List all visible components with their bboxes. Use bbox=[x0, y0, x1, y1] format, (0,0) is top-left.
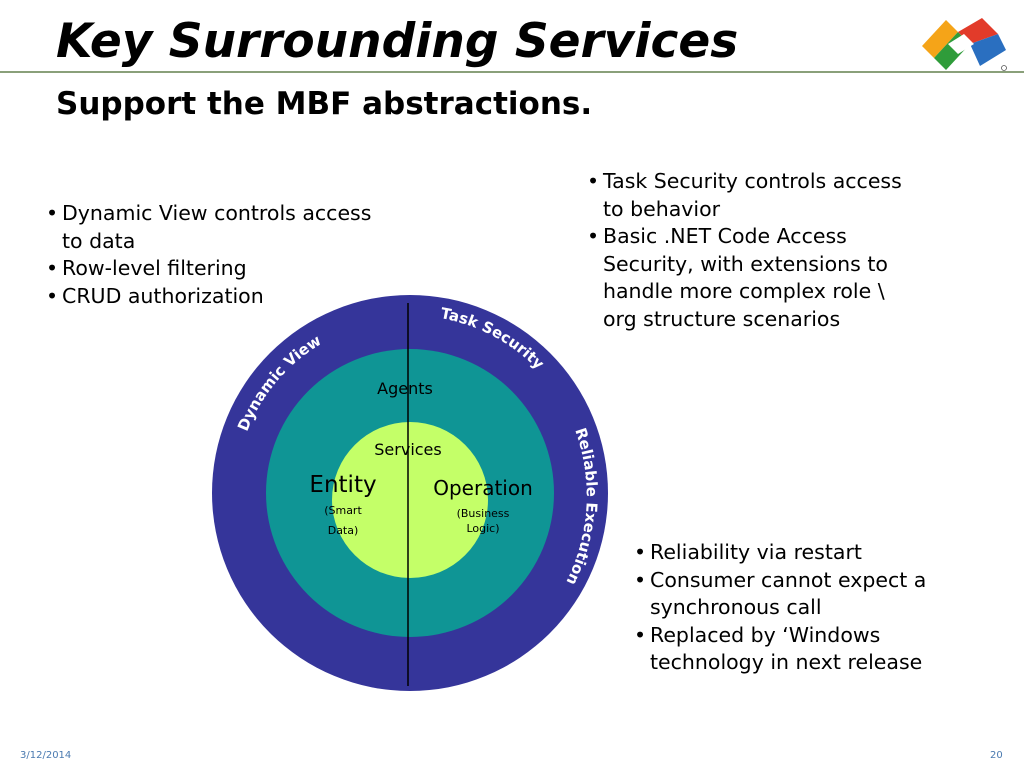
list-item: Task Security controls access to behavio… bbox=[585, 168, 905, 223]
list-item: Row-level filtering bbox=[44, 255, 374, 283]
operation-sub-label: (Business bbox=[457, 507, 510, 520]
list-item: CRUD authorization bbox=[44, 283, 374, 311]
agents-label: Agents bbox=[377, 379, 433, 398]
slide-title: Key Surrounding Services bbox=[56, 14, 739, 69]
entity-sub-label: Data) bbox=[328, 524, 359, 537]
list-item: Replaced by ‘Windows technology in next … bbox=[632, 622, 962, 677]
dynamic-view-bullet-list: Dynamic View controls access to data Row… bbox=[44, 200, 374, 310]
task-security-bullet-list: Task Security controls access to behavio… bbox=[585, 168, 905, 333]
entity-label: Entity bbox=[309, 472, 376, 498]
windows-logo-icon bbox=[922, 18, 1007, 71]
title-divider bbox=[0, 71, 1024, 73]
services-label: Services bbox=[374, 440, 441, 459]
inner-circle bbox=[332, 422, 488, 578]
footer-date: 3/12/2014 bbox=[20, 750, 72, 761]
operation-sub-label: Logic) bbox=[466, 522, 499, 535]
slide-subtitle: Support the MBF abstractions. bbox=[56, 86, 593, 122]
list-item: Consumer cannot expect a synchronous cal… bbox=[632, 567, 962, 622]
list-item: Reliability via restart bbox=[632, 539, 962, 567]
entity-sub-label: (Smart bbox=[324, 504, 362, 517]
page-number: 20 bbox=[990, 750, 1003, 761]
list-item: Dynamic View controls access to data bbox=[44, 200, 374, 255]
operation-label: Operation bbox=[433, 476, 533, 500]
list-item: Basic .NET Code Access Security, with ex… bbox=[585, 223, 905, 333]
reliable-execution-bullet-list: Reliability via restart Consumer cannot … bbox=[632, 539, 962, 677]
